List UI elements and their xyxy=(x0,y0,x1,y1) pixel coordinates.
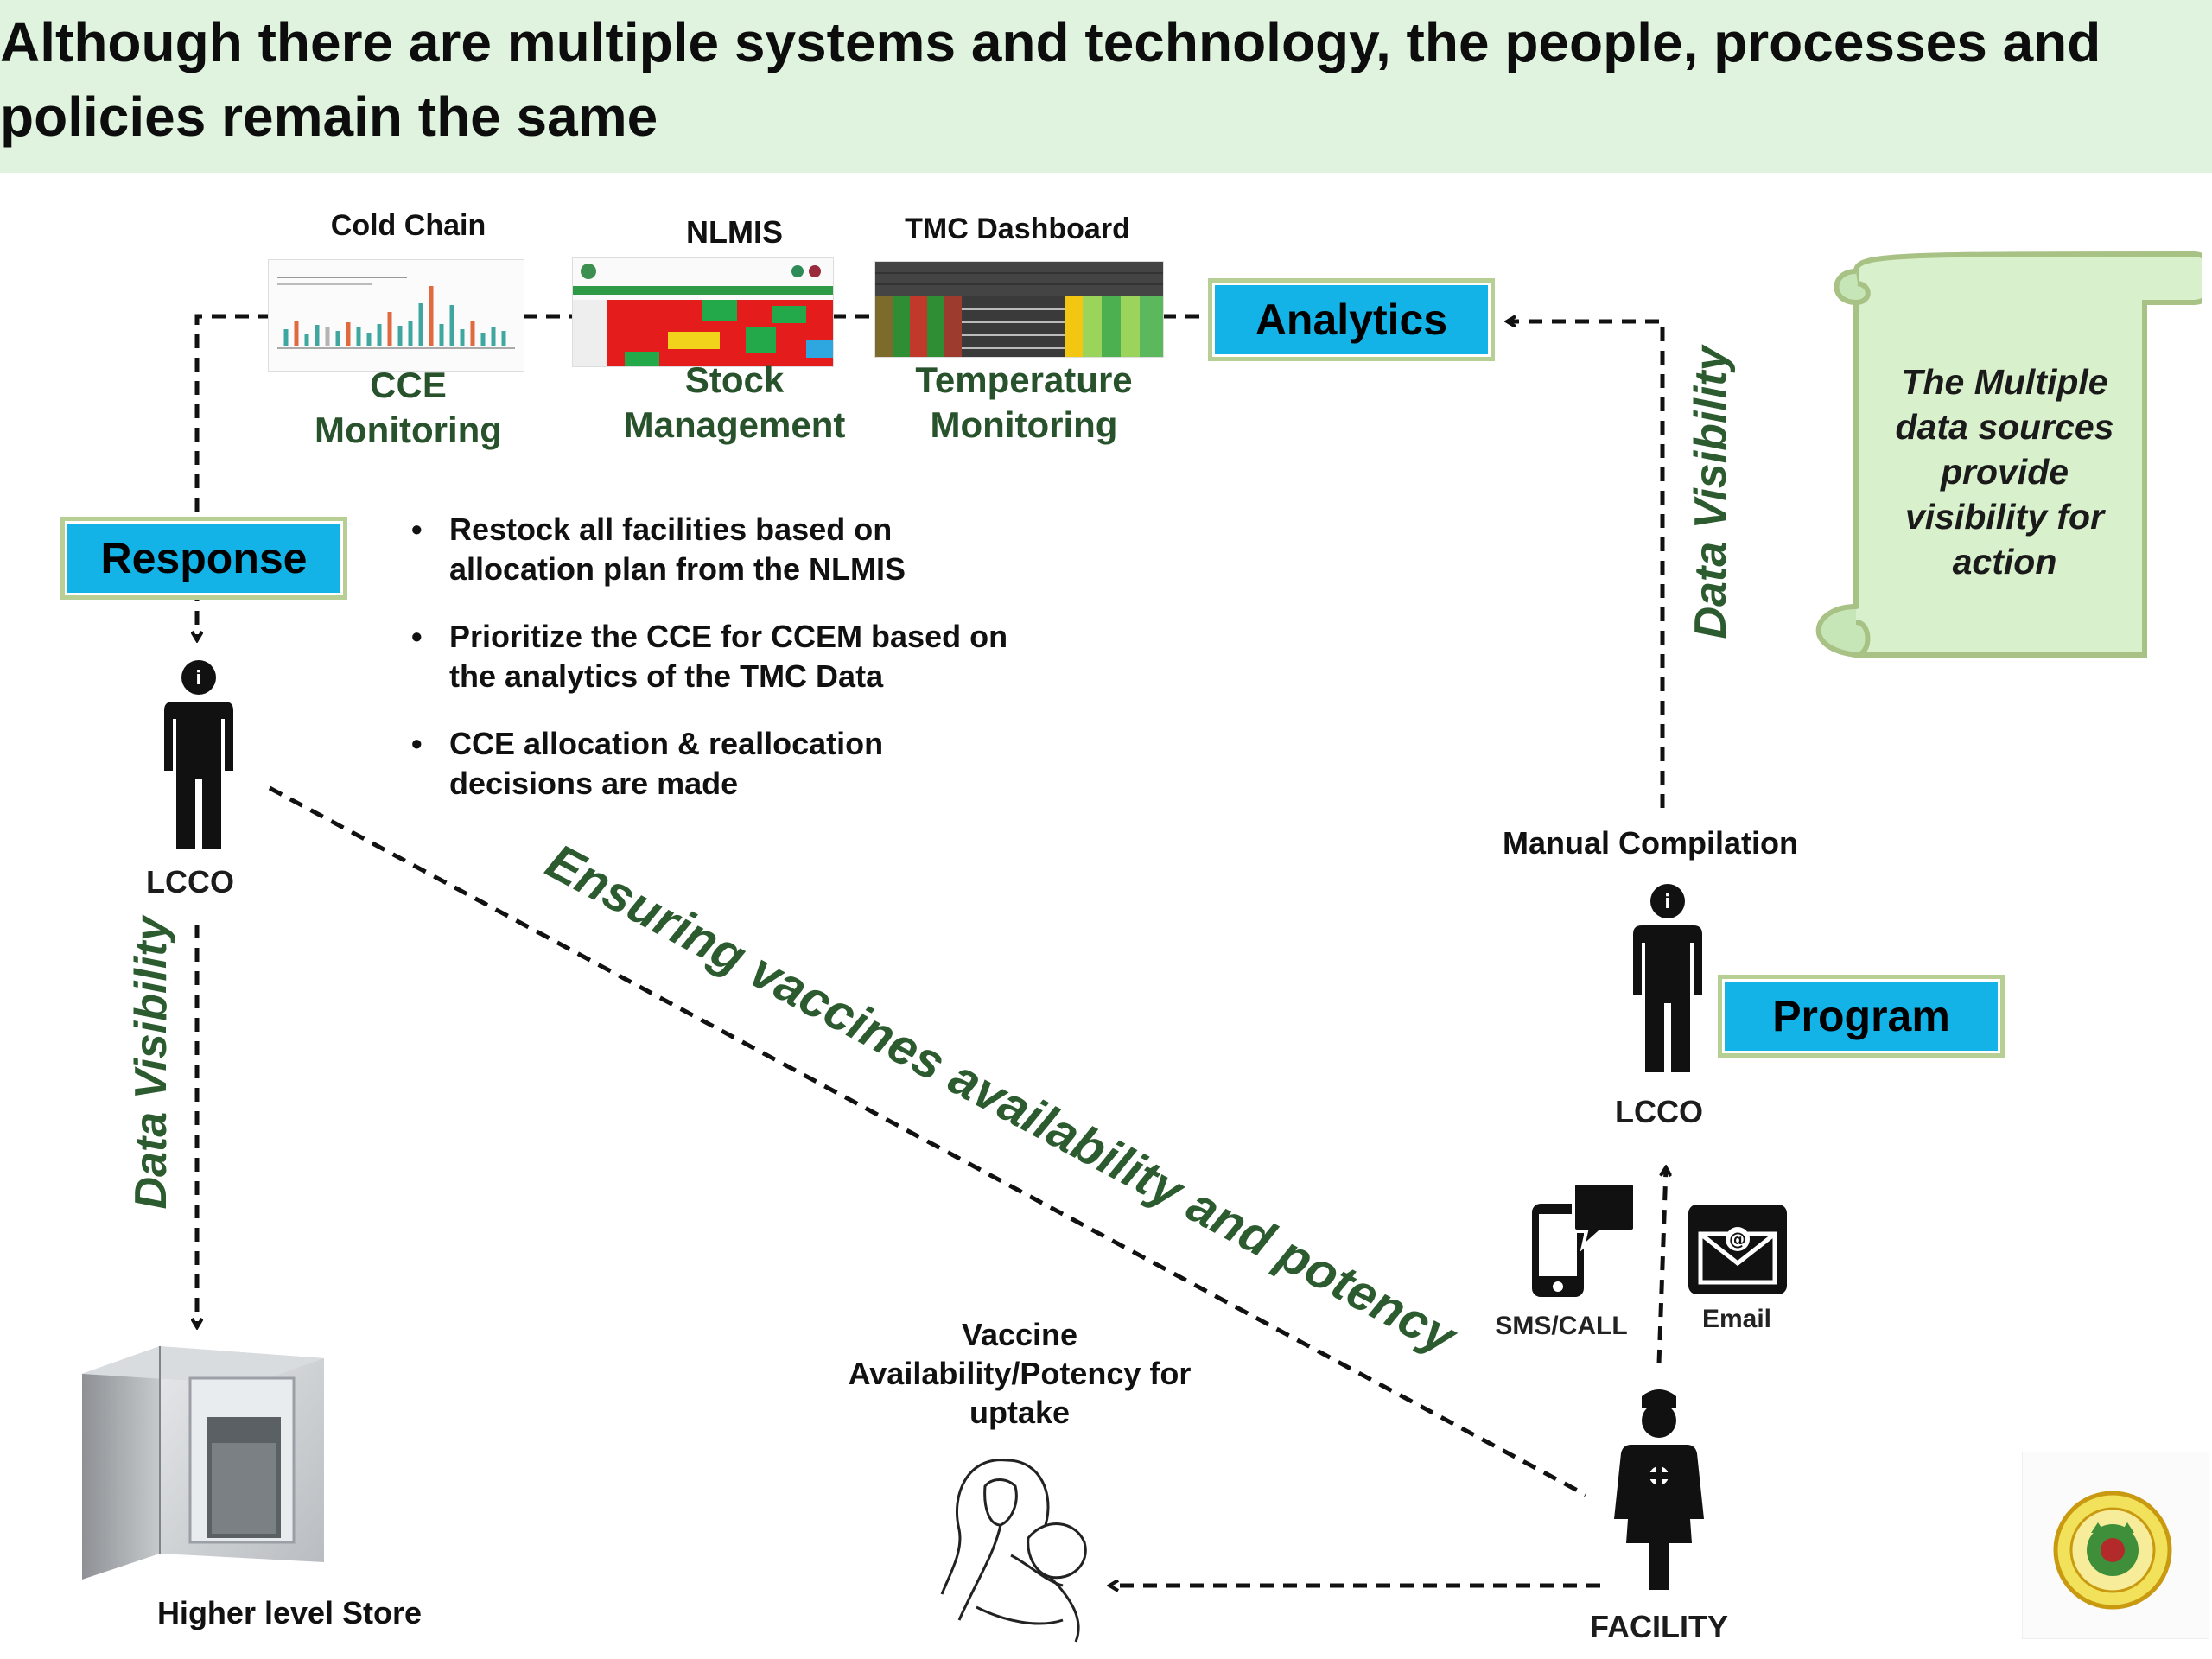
top-chain-line xyxy=(194,314,268,512)
temperature-monitoring-caption: Temperature Monitoring xyxy=(915,359,1133,445)
scroll-shape xyxy=(1815,251,2202,658)
diagonal-line xyxy=(268,785,1587,1497)
nlmis-thumbnail[interactable] xyxy=(572,257,834,367)
title-band xyxy=(0,0,2212,173)
cold-chain-label: Cold Chain xyxy=(330,209,486,242)
svg-text:@: @ xyxy=(1729,1229,1746,1249)
email-icon: @ xyxy=(1688,1205,1787,1294)
scroll-text: The Multiple data sources provide visibi… xyxy=(1895,362,2114,582)
facility-to-lcco-line xyxy=(1656,1168,1666,1364)
cce-monitoring-caption: CCE Monitoring xyxy=(315,365,502,450)
svg-text:i: i xyxy=(195,668,202,690)
data-visibility-left-label: Data Visibility xyxy=(126,916,176,1210)
email-label: Email xyxy=(1701,1305,1772,1333)
tmc-dashboard-label: TMC Dashboard xyxy=(905,213,1130,245)
bullet-item: Restock all facilities based on allocati… xyxy=(406,510,1028,589)
response-bullet-list: Restock all facilities based on allocati… xyxy=(406,510,1028,831)
data-visibility-right-label: Data Visibility xyxy=(1686,346,1736,639)
analytics-box[interactable]: Analytics xyxy=(1208,278,1495,361)
tmc-thumbnail[interactable] xyxy=(874,261,1164,358)
program-box[interactable]: Program xyxy=(1718,975,2005,1058)
nlmis-table-icon xyxy=(573,258,833,366)
higher-level-store-label: Higher level Store xyxy=(156,1595,423,1630)
person-icon: i xyxy=(1633,884,1702,1072)
stock-management-caption: Stock Management xyxy=(623,359,846,445)
lcco-right-label: LCCO xyxy=(1615,1094,1703,1129)
right-vertical-line xyxy=(1508,321,1665,808)
facility-label: FACILITY xyxy=(1590,1609,1728,1644)
sms-call-label: SMS/CALL xyxy=(1495,1312,1628,1340)
nlmis-label: NLMIS xyxy=(686,214,783,250)
bullet-item: Prioritize the CCE for CCEM based on the… xyxy=(406,617,1028,696)
lcco-left-label: LCCO xyxy=(146,864,234,899)
bullet-item: CCE allocation & reallocation decisions … xyxy=(406,724,1028,804)
cold-chain-chart-icon xyxy=(269,260,524,371)
page-title: Although there are multiple systems and … xyxy=(0,11,2101,148)
nurse-icon xyxy=(1614,1389,1704,1590)
mother-baby-icon xyxy=(940,1459,1087,1643)
sms-phone-icon xyxy=(1532,1181,1637,1297)
government-seal-icon xyxy=(2053,1491,2172,1610)
svg-text:i: i xyxy=(1664,892,1671,913)
tmc-grid-icon xyxy=(875,262,1163,357)
manual-compilation-label: Manual Compilation xyxy=(1503,825,1798,861)
cold-room-icon xyxy=(82,1346,324,1580)
response-box[interactable]: Response xyxy=(60,517,347,600)
vaccine-uptake-label: Vaccine Availability/Potency for uptake xyxy=(848,1317,1192,1430)
person-icon: i xyxy=(164,660,233,849)
cold-chain-thumbnail[interactable] xyxy=(268,259,524,372)
